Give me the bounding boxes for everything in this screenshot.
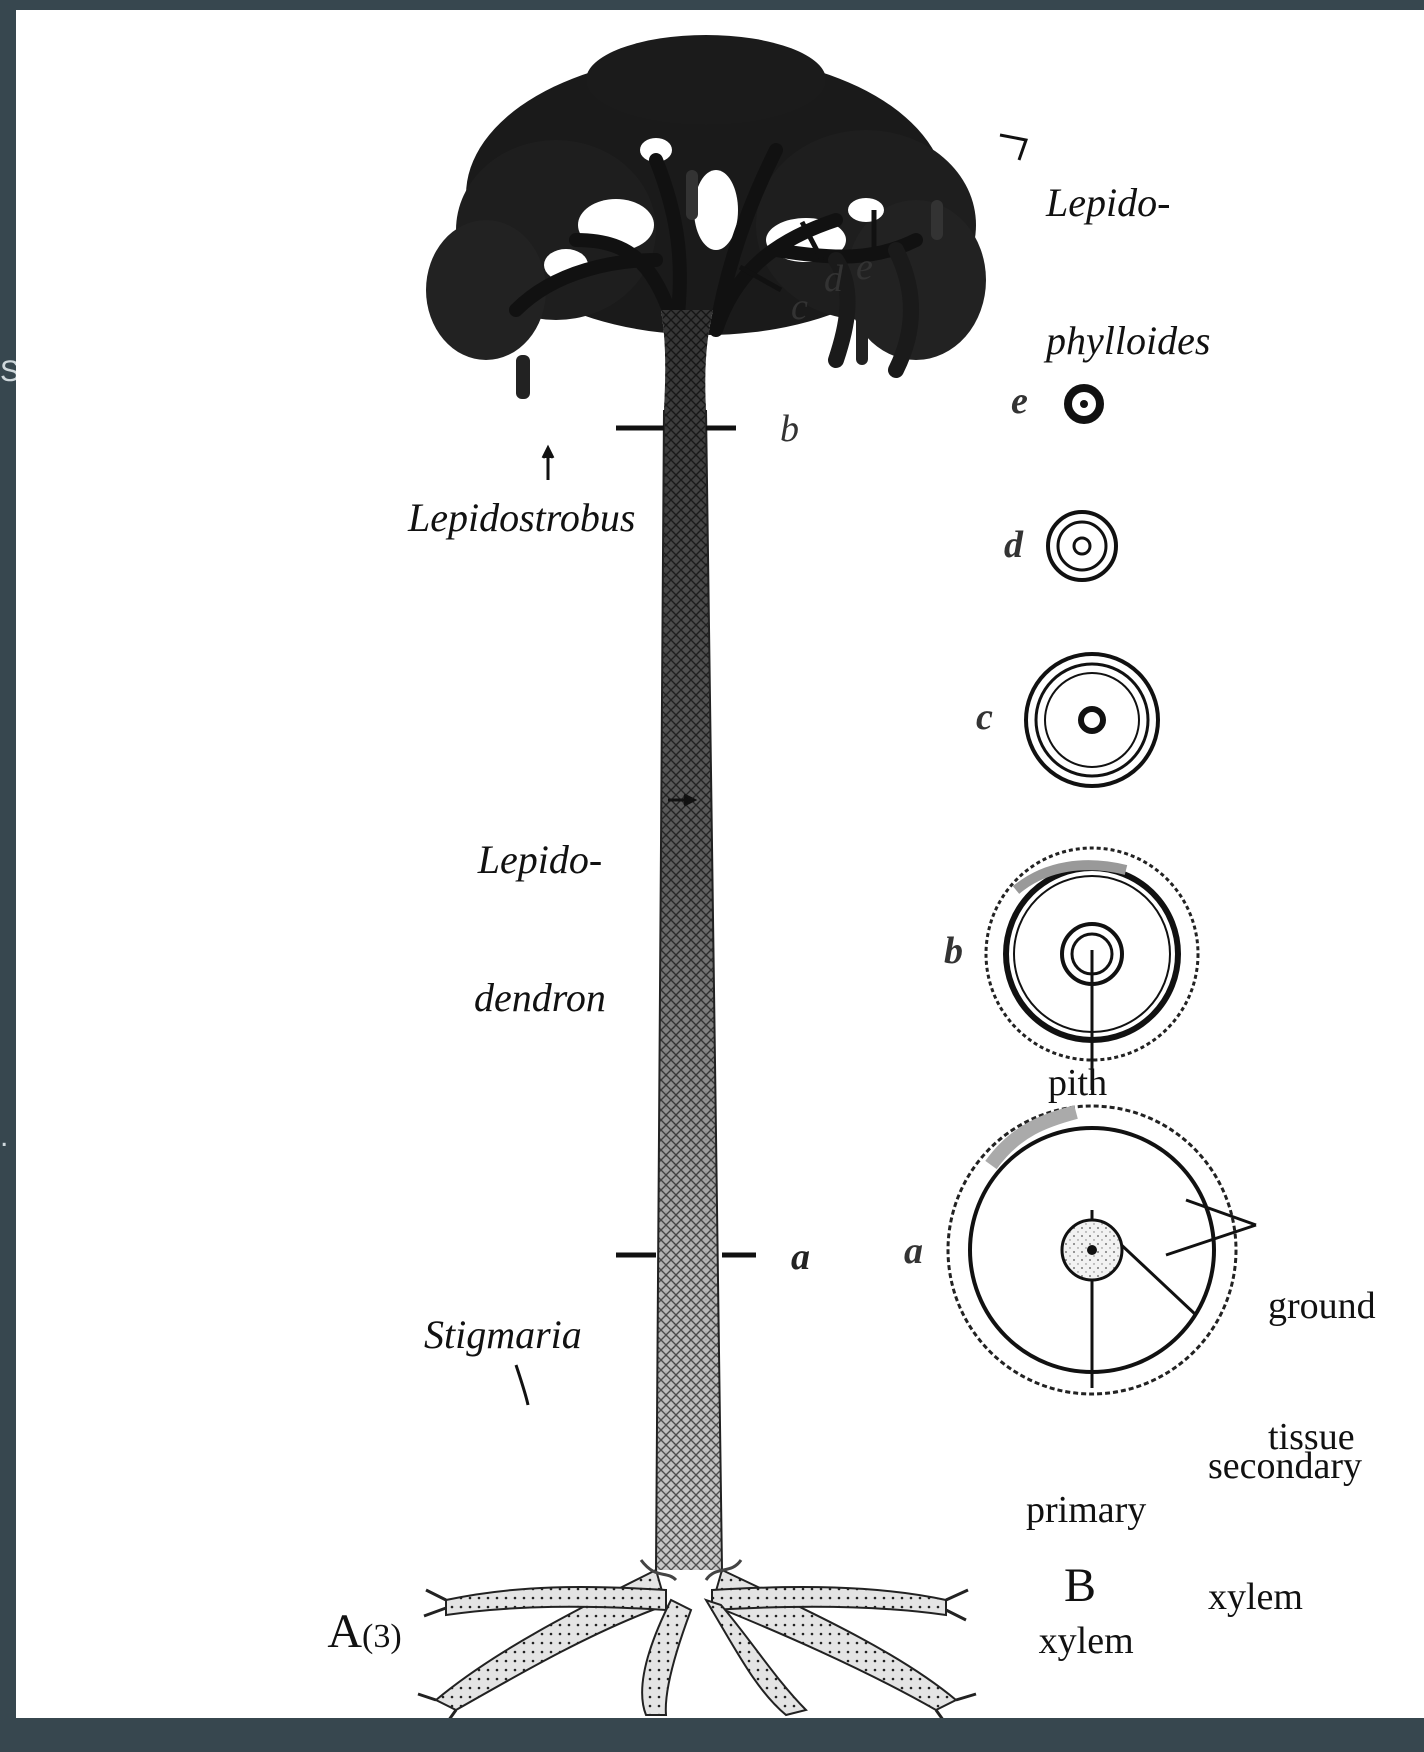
- section-letter-b: b: [944, 932, 963, 970]
- cross-section-c: [1026, 654, 1158, 786]
- frame-left-border: S .: [0, 0, 16, 1718]
- tree-marker-e: e: [856, 248, 873, 286]
- label-pith: pith: [1048, 1062, 1107, 1106]
- section-letter-e: e: [1011, 382, 1028, 420]
- label-secondary-xylem-line2: xylem: [1208, 1576, 1362, 1620]
- panel-label-a: A(3): [282, 1560, 402, 1704]
- cross-section-d: [1048, 512, 1116, 580]
- tree-marker-d: d: [824, 260, 843, 298]
- section-letter-d: d: [1004, 526, 1023, 564]
- tree-marker-a: a: [791, 1238, 810, 1276]
- trunk: [656, 310, 722, 1570]
- panel-label-a-letter: A: [327, 1605, 362, 1658]
- label-ground-tissue-line1: ground: [1268, 1285, 1376, 1329]
- label-primary-xylem-line2: xylem: [1026, 1620, 1146, 1664]
- section-letter-a: a: [904, 1232, 923, 1270]
- tree-marker-c: c: [791, 288, 808, 326]
- label-lepidodendron: Lepido- dendron: [474, 745, 606, 1113]
- panel-label-b: B: [1064, 1562, 1096, 1610]
- stigmaria-roots: [418, 1560, 976, 1718]
- label-lepidophylloides: Lepido- phylloides: [1046, 88, 1210, 456]
- edge-glyph-top: S: [0, 355, 8, 389]
- edge-glyph-bottom: .: [0, 1120, 8, 1154]
- panel-label-a-sub: (3): [362, 1618, 402, 1655]
- tree-marker-b: b: [780, 410, 799, 448]
- label-lepidodendron-line1: Lepido-: [474, 837, 606, 883]
- frame-top-border: [0, 0, 1424, 10]
- label-stigmaria: Stigmaria: [424, 1315, 582, 1355]
- label-secondary-xylem-line1: secondary: [1208, 1445, 1362, 1489]
- label-lepidostrobus: Lepidostrobus: [408, 498, 635, 538]
- label-lepidophylloides-line2: phylloides: [1046, 318, 1210, 364]
- label-secondary-xylem: secondary xylem: [1208, 1358, 1362, 1708]
- section-letter-c: c: [976, 698, 993, 736]
- label-lepidophylloides-line1: Lepido-: [1046, 180, 1210, 226]
- figure-canvas: Lepido- phylloides Lepidostrobus Lepido-…: [16, 10, 1424, 1718]
- label-primary-xylem-line1: primary: [1026, 1489, 1146, 1533]
- label-lepidodendron-line2: dendron: [474, 975, 606, 1021]
